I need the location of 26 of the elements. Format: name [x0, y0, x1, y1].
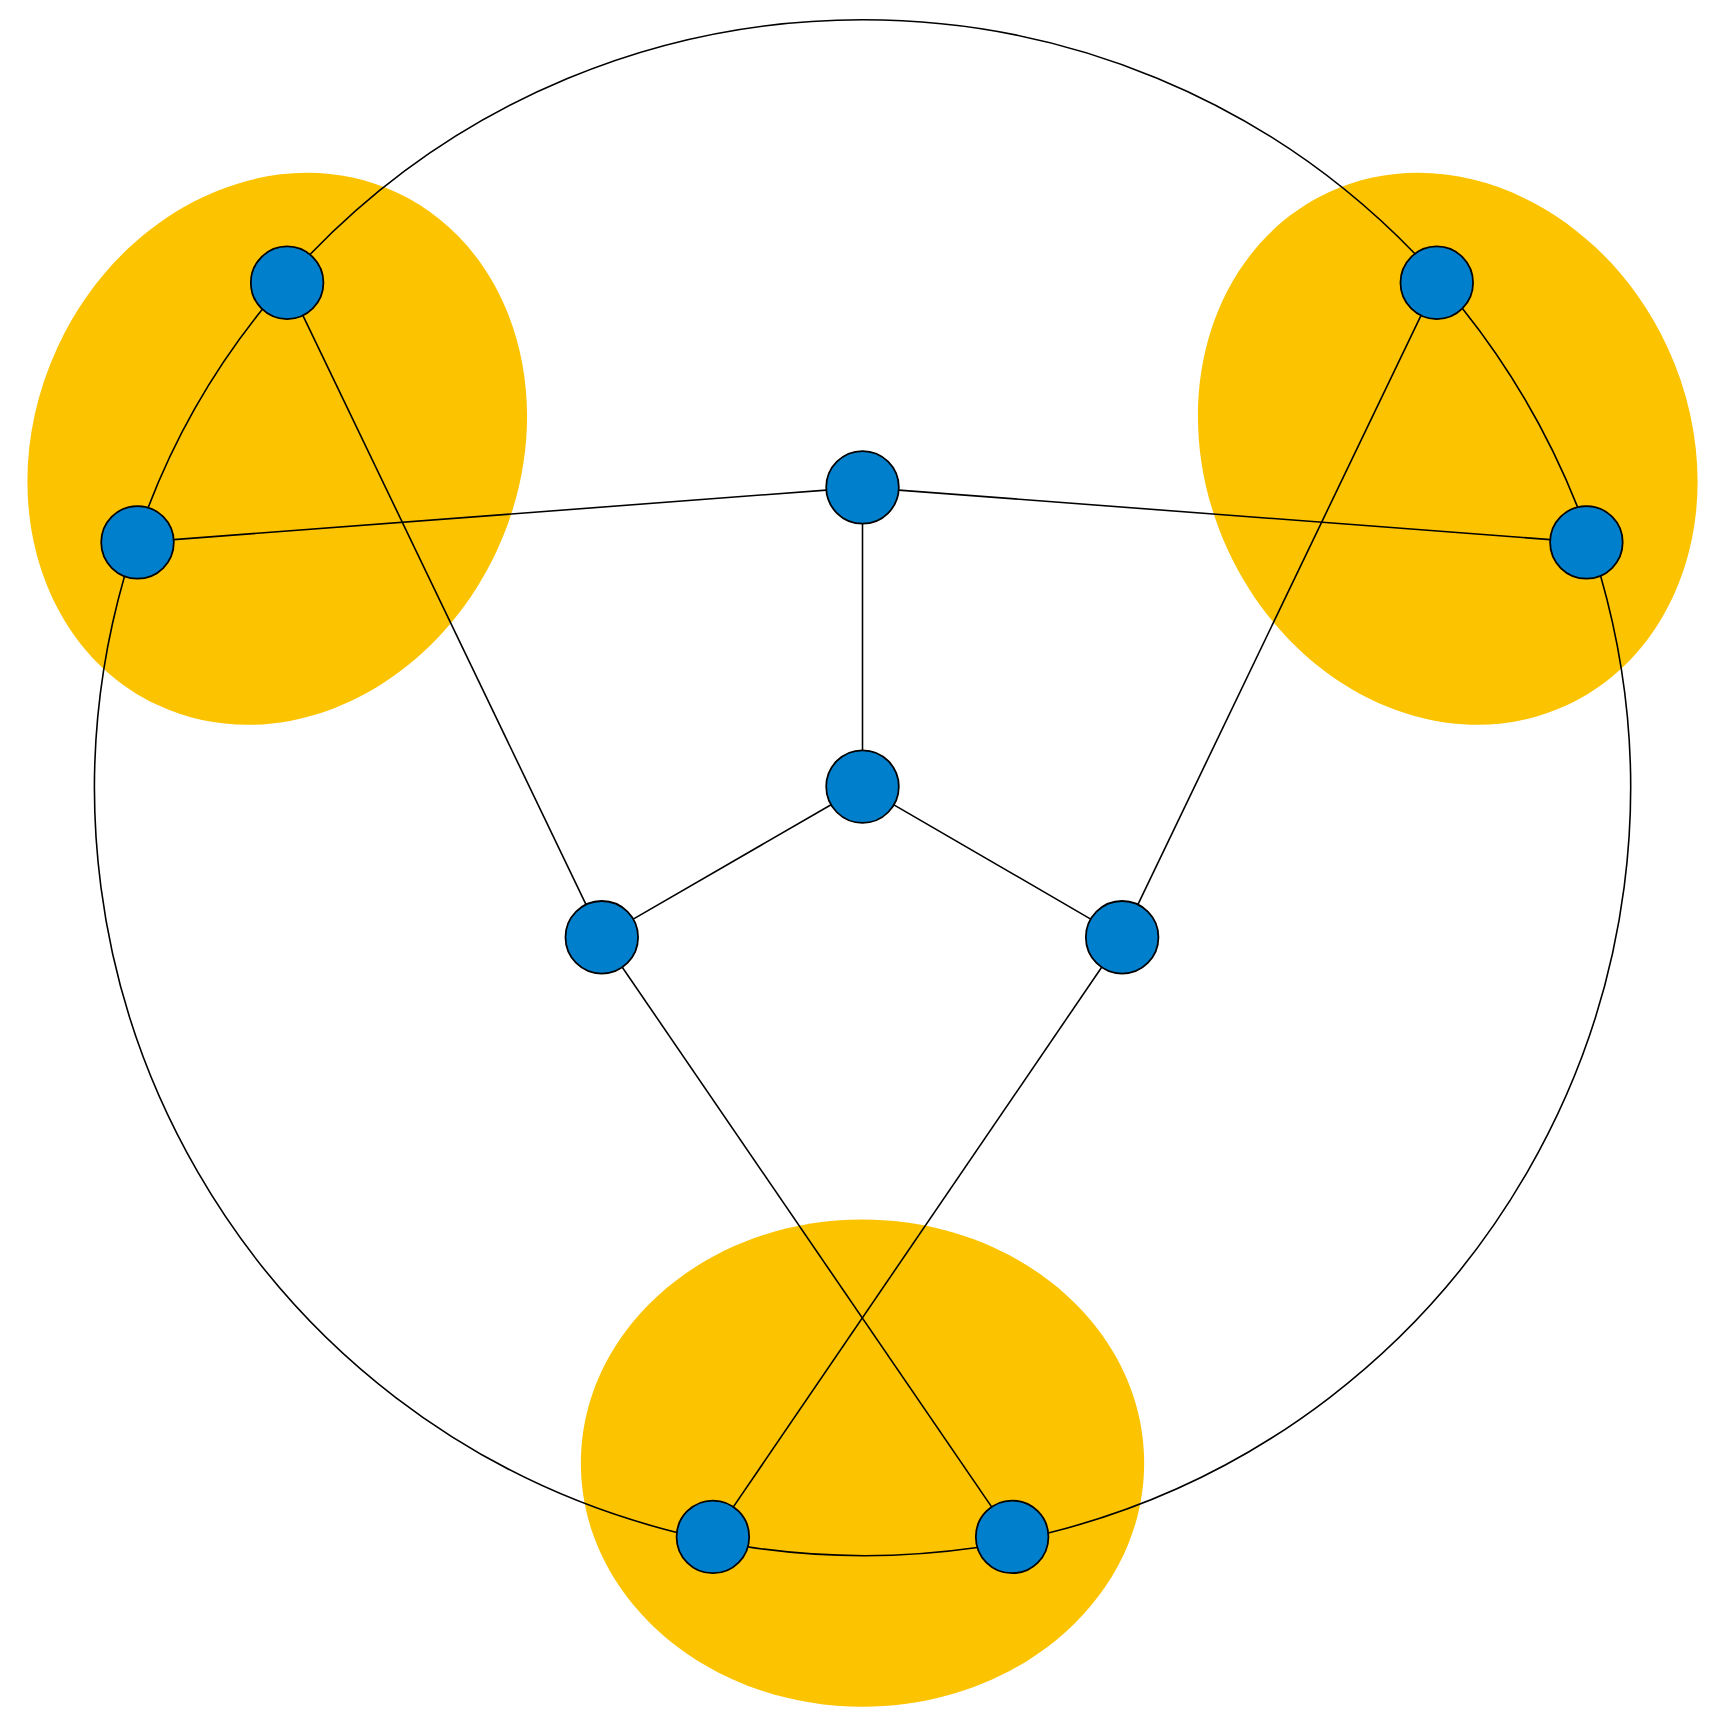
- vertex-circle: [1085, 900, 1160, 975]
- edge-arc: [747, 1546, 979, 1557]
- vertex-circle: [564, 900, 639, 975]
- edge-line: [173, 489, 828, 541]
- edge-line: [632, 803, 832, 920]
- edge-line: [621, 966, 993, 1508]
- vertex-circle: [1549, 505, 1624, 580]
- edge-line: [893, 804, 1092, 920]
- edge-arc: [309, 19, 1416, 256]
- edge-arc: [93, 575, 678, 1534]
- vertex-circle: [250, 245, 325, 320]
- vertex-circle: [100, 505, 175, 580]
- vertex-circle: [825, 450, 900, 525]
- edge-line: [1137, 314, 1422, 906]
- edge-arc: [1047, 575, 1632, 1534]
- vertex-circle: [675, 1499, 751, 1575]
- vertex-circle: [975, 1499, 1050, 1575]
- edge-line: [897, 489, 1552, 541]
- cluster-ellipse: [580, 1219, 1145, 1707]
- edge-line: [302, 314, 587, 906]
- edge-arc: [1461, 307, 1579, 508]
- vertex-circle: [825, 749, 900, 824]
- vertex-circle: [1399, 245, 1474, 320]
- edge-line: [861, 522, 864, 752]
- edge-arc: [147, 308, 264, 509]
- edge-line: [732, 966, 1103, 1508]
